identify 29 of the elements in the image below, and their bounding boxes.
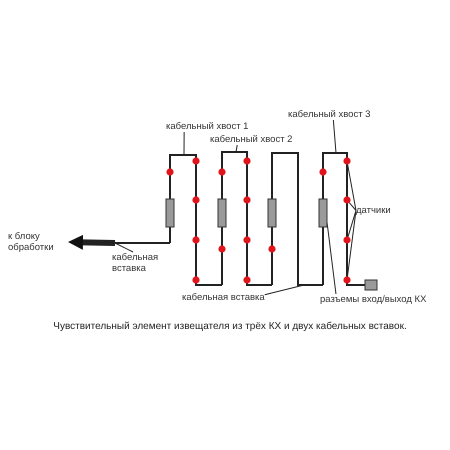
sensor-dot [343, 157, 351, 165]
leader-line [348, 202, 356, 211]
leader-line [332, 120, 336, 154]
callout-label: кабельный хвост 1 [166, 121, 248, 132]
leader-line [347, 164, 356, 211]
arrow [68, 234, 116, 250]
leader-line [348, 210, 356, 238]
callout-label: кабельная вставка [182, 292, 265, 303]
caption: Чувствительный элемент извещателя из трёх КХ и двух кабельных вставок. [52, 321, 408, 332]
sensor-dot [343, 196, 351, 204]
leader-line [264, 284, 304, 296]
cable-wire [271, 152, 323, 286]
sensor-dot [343, 276, 351, 284]
leader-line [114, 242, 134, 252]
cable-wire [221, 151, 272, 286]
callout-label: кабельный хвост 2 [210, 134, 292, 145]
callout-label: к блоку обработки [8, 231, 68, 253]
leader-line [346, 210, 356, 277]
leader-line [184, 132, 185, 156]
connector-symbol [318, 198, 328, 228]
cable-wire [169, 154, 222, 286]
leader-line [326, 222, 336, 294]
sensor-dot [343, 236, 351, 244]
callout-label: датчики [356, 205, 391, 216]
callout-label: разъемы вход/выход КХ [320, 294, 426, 305]
callout-label: кабельная вставка [112, 252, 172, 274]
leader-line [236, 144, 238, 152]
cable-wire [115, 242, 170, 244]
callout-label: кабельный хвост 3 [288, 109, 370, 120]
